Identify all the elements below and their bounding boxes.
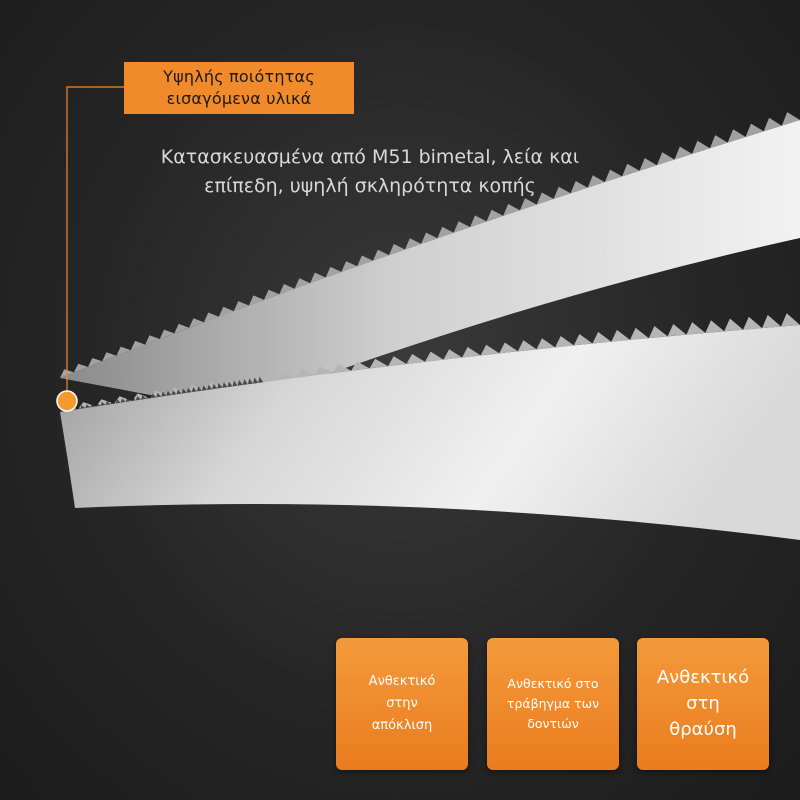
blade-back-band <box>60 120 800 410</box>
blade-front-band <box>60 325 800 540</box>
feature-label: Ανθεκτικό στο τράβηγμα των δοντιών <box>506 676 600 731</box>
description-line2: επίπεδη, υψηλή σκληρότητα κοπής <box>204 175 536 197</box>
callout-marker-dot <box>56 390 78 412</box>
material-callout-label: Υψηλής ποιότητας εισαγόμενα υλικά <box>124 62 354 114</box>
description-line1: Κατασκευασμένα από M51 bimetal, λεία και <box>160 146 580 168</box>
callout-label-line2: εισαγόμενα υλικά <box>166 89 312 108</box>
feature-label: Ανθεκτικό στη θραύση <box>656 667 750 740</box>
blade-front-teeth <box>60 313 800 412</box>
material-description: Κατασκευασμένα από M51 bimetal, λεία και… <box>100 143 640 201</box>
feature-card-tooth-pull: Ανθεκτικό στο τράβηγμα των δοντιών <box>487 638 619 770</box>
callout-leader-line <box>66 86 124 400</box>
blade-back-teeth <box>60 112 800 378</box>
callout-label-line1: Υψηλής ποιότητας <box>163 67 315 86</box>
feature-label: Ανθεκτικό στην απόκλιση <box>368 674 436 733</box>
feature-card-breakage: Ανθεκτικό στη θραύση <box>637 638 769 770</box>
feature-card-deflection: Ανθεκτικό στην απόκλιση <box>336 638 468 770</box>
